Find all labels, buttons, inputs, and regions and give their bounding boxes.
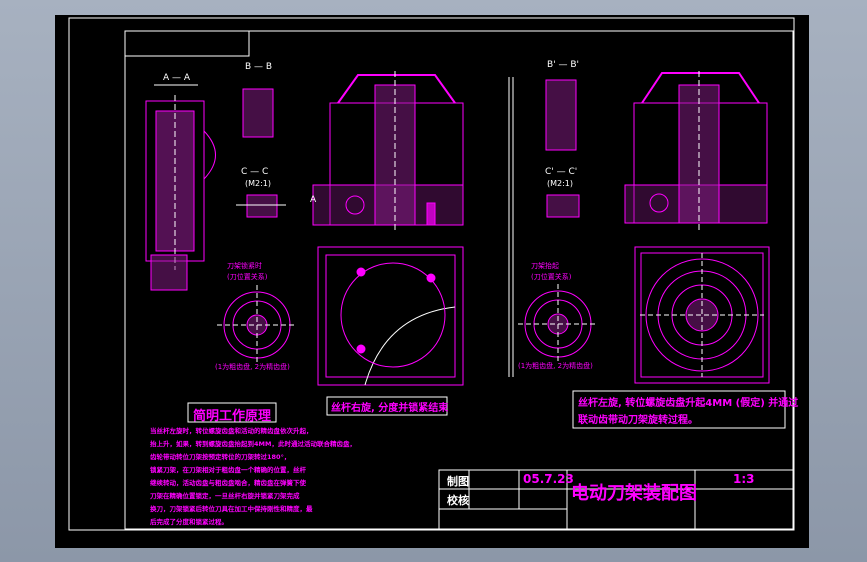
label-section-bb2: B' — B' — [547, 60, 580, 70]
principle-line: 锁紧刀架，在刀架相对于粗齿盘一个精确的位置，丝杆 — [150, 466, 306, 474]
assembly-section-right — [624, 71, 768, 231]
label-section-cc2: C' — C' — [545, 167, 578, 177]
title-block — [438, 469, 794, 530]
outer-frame — [68, 17, 795, 531]
assembly-section-left — [312, 71, 464, 233]
caption-mid-1: 刀架抬起 — [531, 262, 559, 270]
note-mid: 丝杆右旋, 分度并锁紧结束 — [331, 403, 449, 414]
gear-disc-left — [217, 285, 297, 365]
title-block-drawn-label: 制图 — [447, 475, 469, 488]
corner-box — [124, 30, 250, 57]
caption-left-2: (刀位置关系) — [227, 273, 268, 281]
label-scale-cc2: (M2:1) — [547, 179, 574, 188]
title-block-checked-label: 校核 — [447, 494, 469, 507]
plate-view-left — [317, 246, 464, 386]
annotation-boxes — [187, 390, 786, 429]
circle-note-right: (1为粗齿盘, 2为精齿盘) — [518, 362, 593, 370]
caption-mid-2: (刀位置关系) — [531, 273, 572, 281]
note-box-right — [572, 390, 786, 429]
principle-line: 继续转动，活动齿盘与粗齿盘啮合，精齿盘在弹簧下使 — [150, 479, 306, 487]
label-scale-cc: (M2:1) — [245, 179, 272, 188]
principle-line: 齿轮带动转位刀架按预定转位的刀架转过180°， — [150, 453, 291, 461]
label-section-aa: A — A — [163, 73, 191, 83]
caption-left-1: 刀架锁紧时 — [227, 262, 262, 270]
principle-line: 刀架在精确位置锁定，一旦丝杆右旋并锁紧刀架完成 — [150, 492, 300, 500]
note-right-2: 联动齿带动刀架旋转过程。 — [578, 415, 698, 426]
circle-note-left: (1为粗齿盘, 2为精齿盘) — [215, 363, 290, 371]
drawing-sheet: A — A B — B C — C (M2:1) A B' — B' C' — … — [55, 15, 809, 548]
plate-view-right — [634, 246, 770, 384]
label-section-a-mark: A — [310, 195, 317, 205]
gear-disc-right — [518, 284, 598, 364]
title-block-scale: 1:3 — [733, 472, 755, 486]
principle-line: 当丝杆左旋时，转位螺旋齿盘和活动的精齿盘依次升起， — [150, 427, 313, 435]
principle-line: 抬上升，如果，转到螺旋齿盘抬起到4MM，此时通过活动联合精齿盘， — [150, 440, 356, 448]
principle-title: 简明工作原理 — [193, 409, 272, 424]
principle-text: 当丝杆左旋时，转位螺旋齿盘和活动的精齿盘依次升起， 抬上升，如果，转到螺旋齿盘抬起… — [150, 425, 438, 529]
section-view-bb — [236, 88, 286, 218]
principle-line: 换刀，刀架锁紧后转位刀具在加工中保持刚性和精度，最 — [150, 505, 313, 513]
note-box-mid — [326, 396, 448, 416]
note-right-1: 丝杆左旋, 转位螺旋齿盘升起4MM (假定) 并通过 — [578, 398, 799, 409]
section-view-aa — [145, 84, 216, 291]
principle-line: 后完成了分度和锁紧过程。 — [150, 518, 228, 526]
label-section-bb: B — B — [245, 62, 273, 72]
title-block-title: 电动刀架装配图 — [571, 483, 697, 504]
title-block-date: 05.7.23 — [523, 472, 574, 486]
section-view-bb2 — [545, 79, 580, 218]
principle-title-box — [187, 402, 277, 423]
assembly-drawing — [68, 17, 795, 531]
label-section-cc: C — C — [241, 167, 269, 177]
